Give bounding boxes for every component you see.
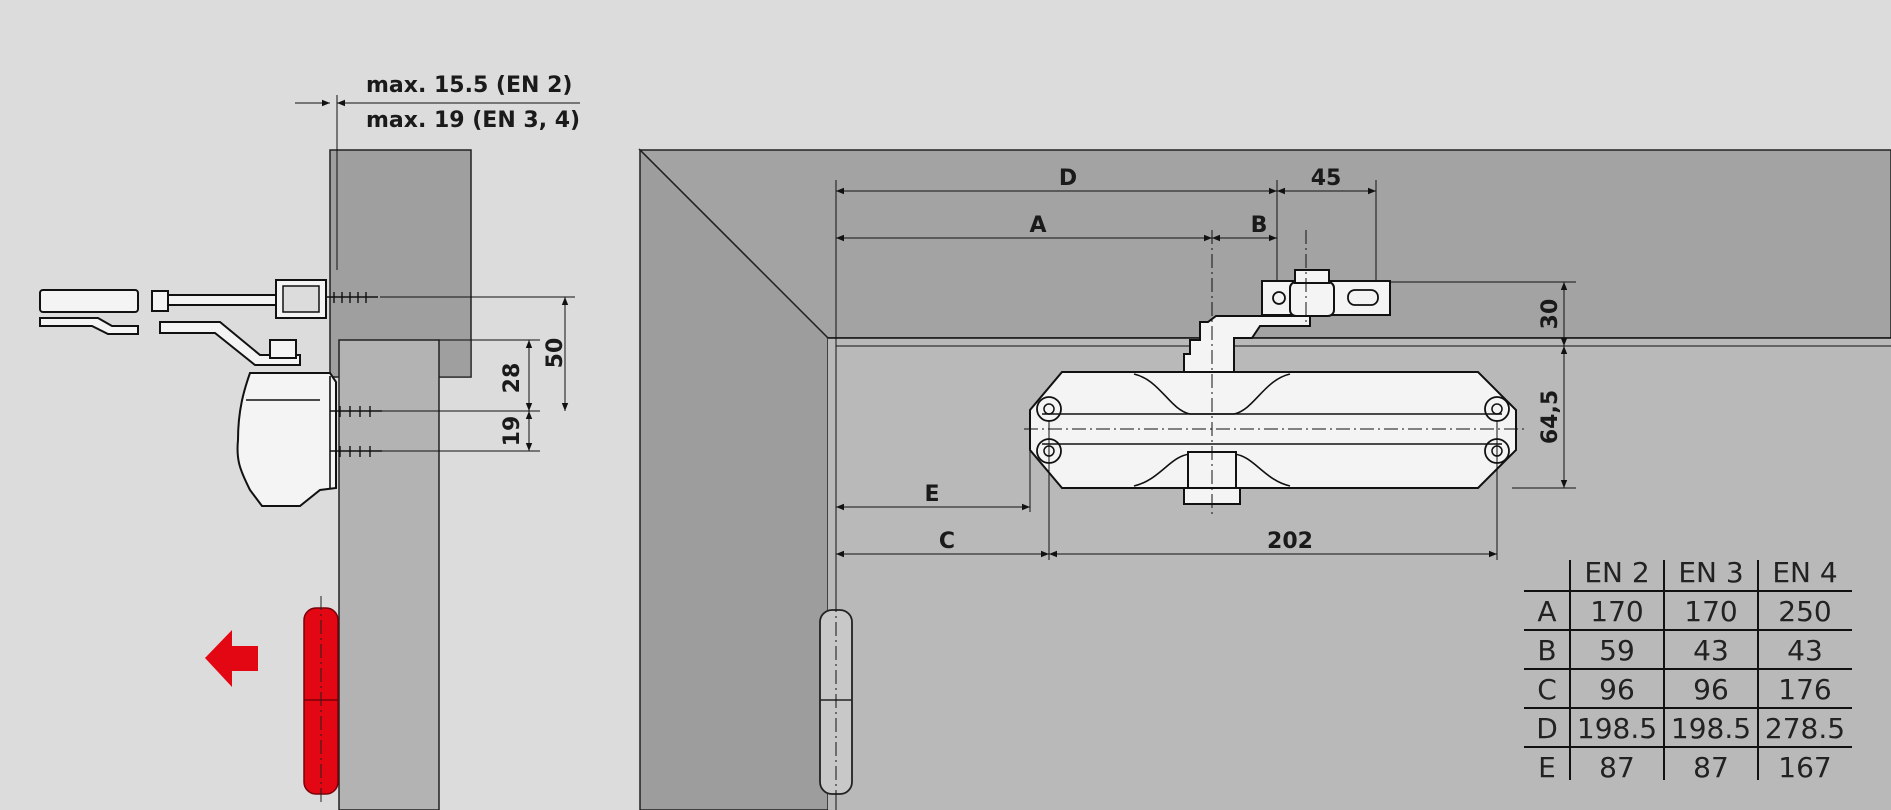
table-cell: 59 <box>1599 634 1635 667</box>
table-cell: 176 <box>1778 673 1831 706</box>
closer-body-front <box>1029 371 1517 489</box>
frame-side <box>639 148 829 810</box>
table-row-label-d: D <box>1536 712 1558 745</box>
table-row-label-c: C <box>1537 673 1557 706</box>
table-cell: 43 <box>1693 634 1729 667</box>
table-cell: 96 <box>1599 673 1635 706</box>
table-cell: 198.5 <box>1671 712 1751 745</box>
dim-19-label: 19 <box>500 416 525 447</box>
frame-section <box>329 149 472 378</box>
table-cell: 43 <box>1787 634 1823 667</box>
arm-end-link <box>39 317 139 335</box>
table-cell: 250 <box>1778 595 1831 628</box>
dim-B-label: B <box>1251 213 1268 238</box>
table-cell: 96 <box>1693 673 1729 706</box>
frame-lower-block <box>437 339 472 378</box>
dim-30-label: 30 <box>1538 299 1563 330</box>
closer-arm <box>1183 315 1311 373</box>
dim-45-label: 45 <box>1311 166 1342 191</box>
dimension-table: EN 2 EN 3 EN 4 A 170 170 250 B 59 43 43 … <box>1524 556 1852 784</box>
table-row-label-e: E <box>1538 751 1556 784</box>
dim-E-label: E <box>924 482 939 507</box>
bracket-screw <box>326 292 378 303</box>
table-header-en2: EN 2 <box>1584 556 1649 589</box>
table-cell: 170 <box>1590 595 1643 628</box>
table-cell: 278.5 <box>1765 712 1845 745</box>
closer-nut <box>269 339 297 359</box>
table-cell: 167 <box>1778 751 1831 784</box>
dim-C-label: C <box>939 529 955 554</box>
front-view: D 45 A B E C 202 30 64,5 EN 2 EN 3 EN 4 … <box>638 148 1891 810</box>
arm-end-cap <box>39 289 139 313</box>
dim-64-5-label: 64,5 <box>1538 390 1563 444</box>
table-cell: 170 <box>1684 595 1737 628</box>
arm-bracket-inner <box>282 285 320 313</box>
max-thickness-note-2: max. 19 (EN 3, 4) <box>366 108 580 133</box>
dim-28-label: 28 <box>500 363 525 394</box>
door-section <box>338 339 440 810</box>
opening-direction-arrow-icon <box>205 630 258 687</box>
dim-202-label: 202 <box>1267 529 1313 554</box>
arm-rod-end <box>151 290 169 312</box>
table-row-label-b: B <box>1537 634 1556 667</box>
table-header-en3: EN 3 <box>1678 556 1743 589</box>
dim-50-label: 50 <box>543 338 568 369</box>
body-screws <box>330 406 382 457</box>
table-row-label-a: A <box>1537 595 1556 628</box>
table-cell: 87 <box>1693 751 1729 784</box>
table-cell: 87 <box>1599 751 1635 784</box>
closer-body-side <box>236 372 337 507</box>
main-arm <box>159 321 301 366</box>
side-view: max. 15.5 (EN 2) max. 19 (EN 3, 4) <box>39 73 580 810</box>
dim-D-label: D <box>1059 166 1077 191</box>
table-cell: 198.5 <box>1577 712 1657 745</box>
max-thickness-note-1: max. 15.5 (EN 2) <box>366 73 572 98</box>
arm-shoe-hub <box>1289 281 1335 317</box>
arm-rod <box>167 294 281 306</box>
dim-A-label: A <box>1029 213 1046 238</box>
table-header-en4: EN 4 <box>1772 556 1837 589</box>
